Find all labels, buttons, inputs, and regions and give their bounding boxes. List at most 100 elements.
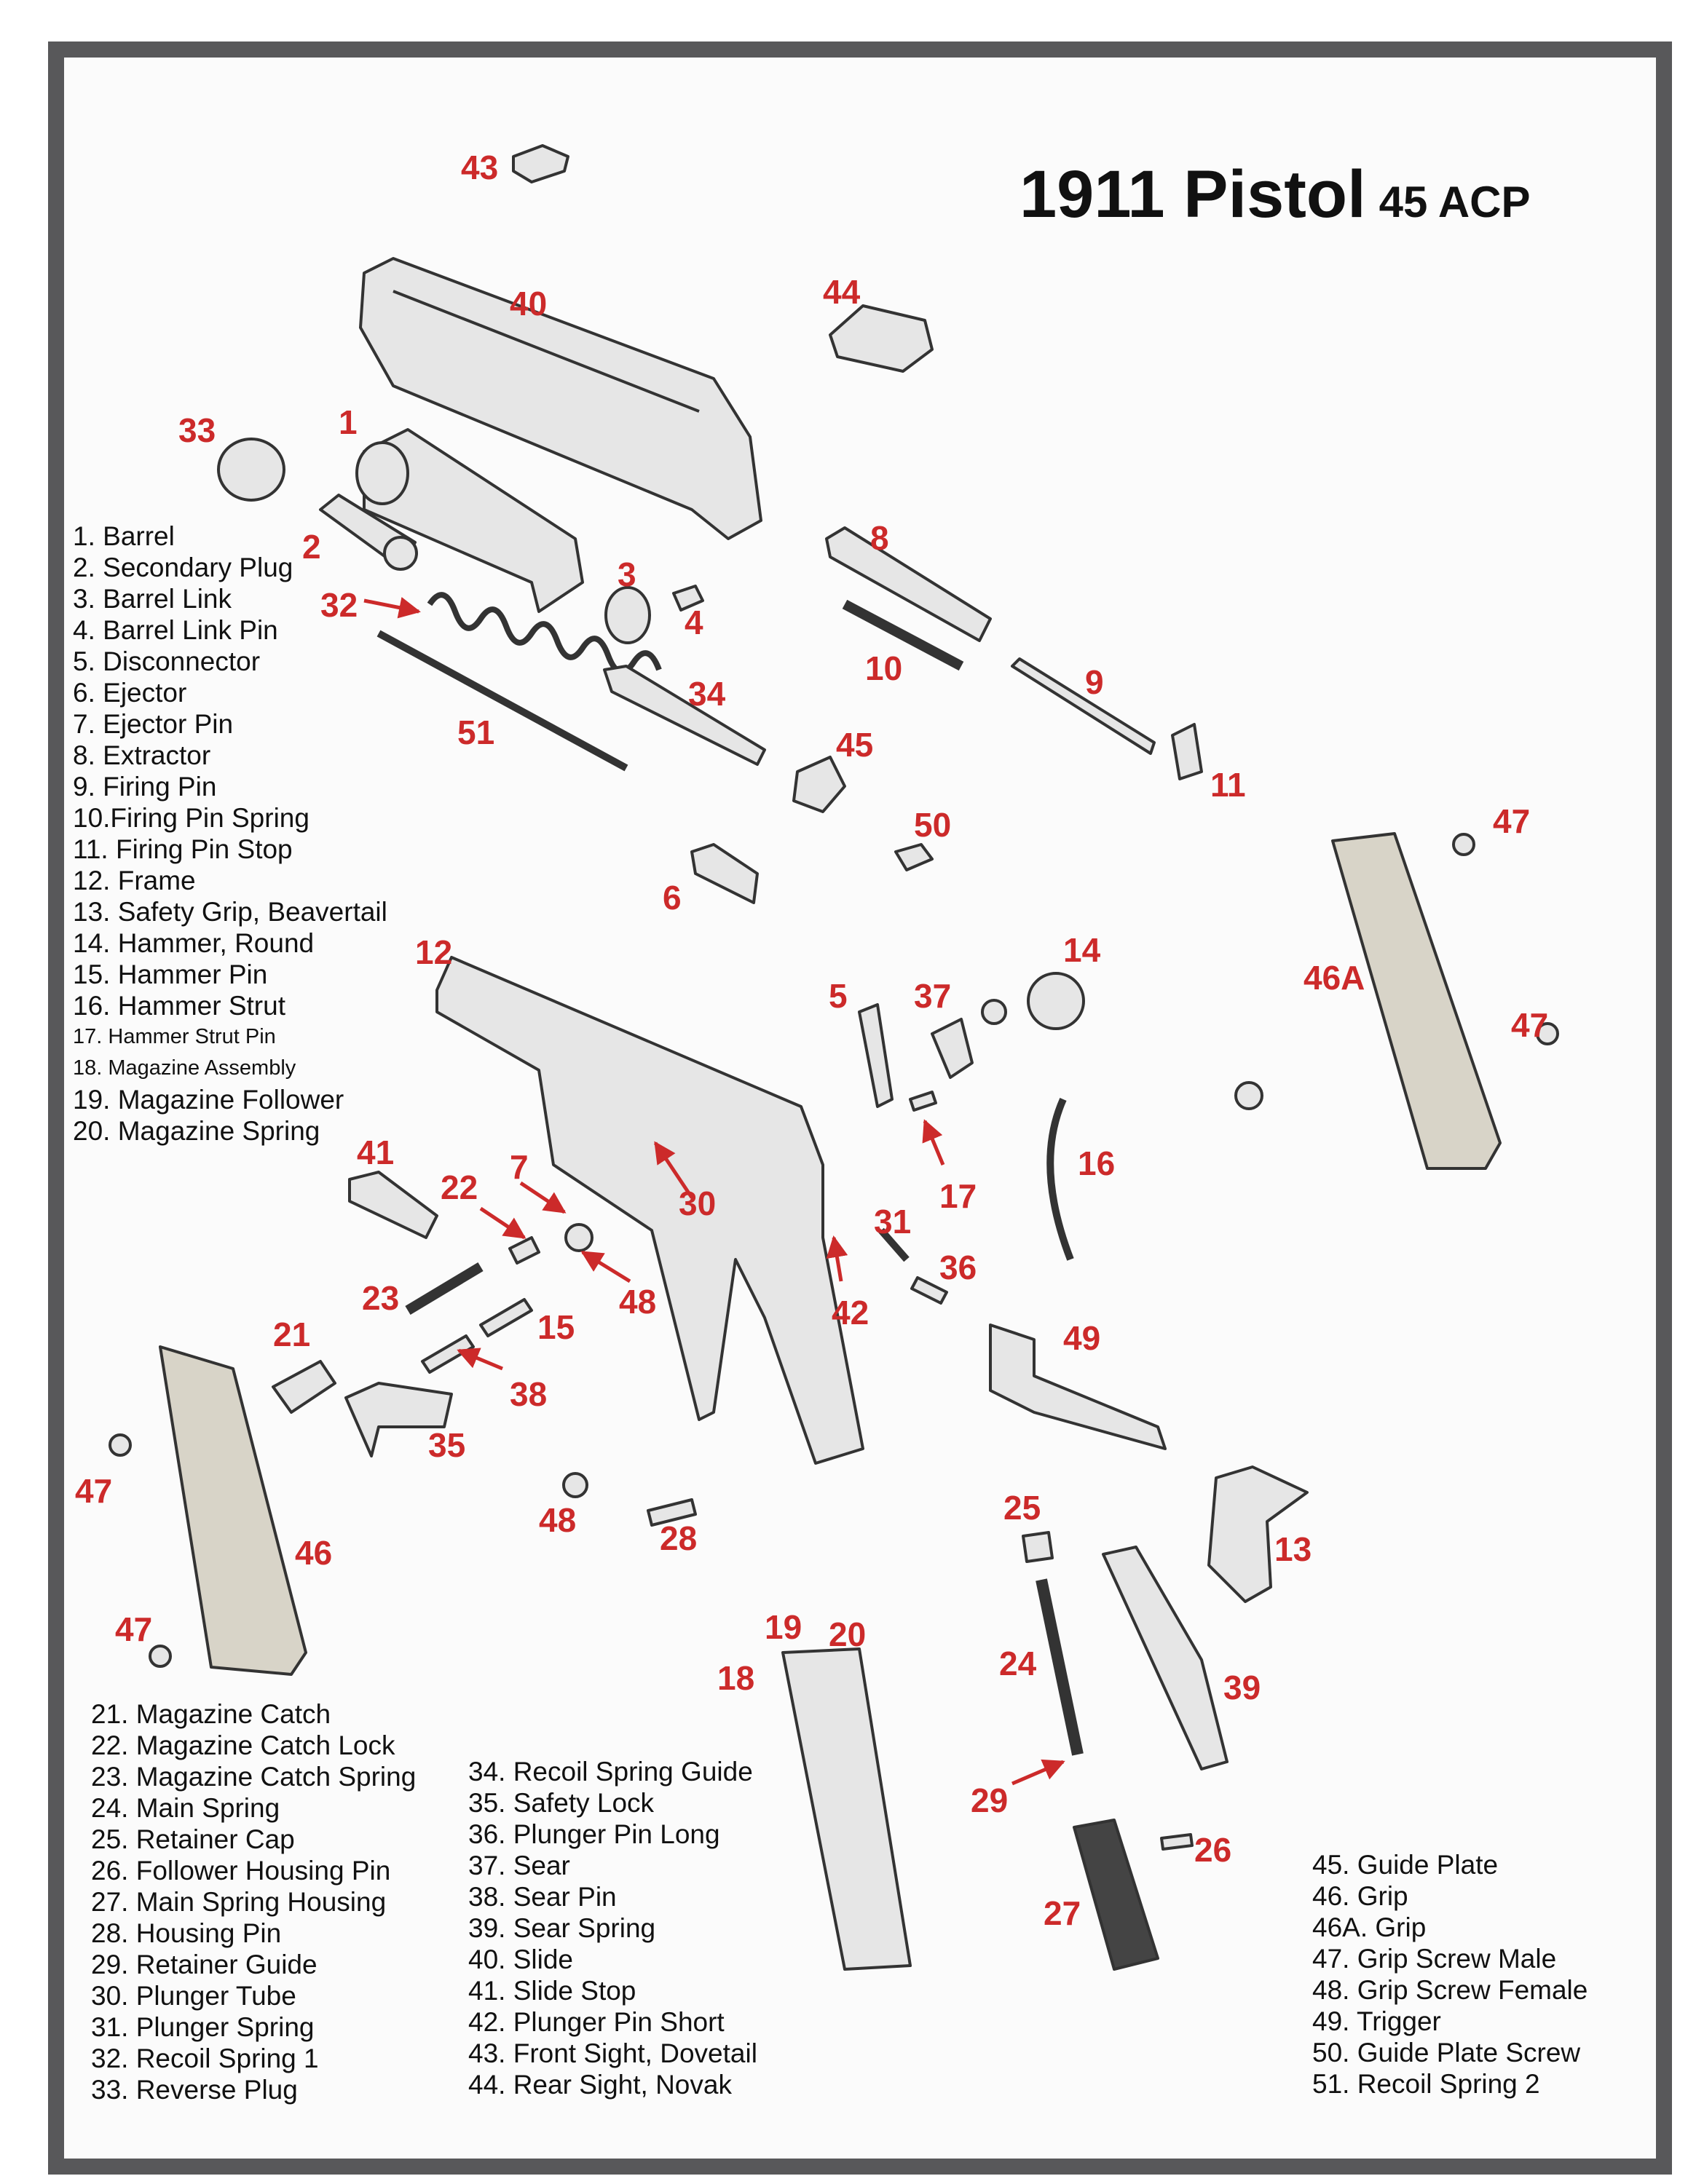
callout-22: 22 [441, 1168, 478, 1206]
legend-item: 48. Grip Screw Female [1312, 1975, 1588, 2005]
legend-item: 50. Guide Plate Screw [1312, 2038, 1581, 2068]
legend-item: 39. Sear Spring [468, 1913, 656, 1943]
legend-item: 28. Housing Pin [91, 1918, 282, 1948]
callout-19: 19 [765, 1608, 802, 1646]
frame-part [435, 956, 864, 1465]
legend-parts-21-33: 21. Magazine Catch 22. Magazine Catch Lo… [91, 1698, 416, 2105]
legend-item: 25. Retainer Cap [91, 1824, 295, 1854]
callout-2: 2 [302, 528, 321, 566]
legend-item: 23. Magazine Catch Spring [91, 1762, 417, 1792]
recoil-spring-2-part [376, 630, 628, 772]
callout-15: 15 [537, 1308, 575, 1346]
slide-part [359, 257, 762, 540]
callout-34: 34 [688, 675, 726, 713]
recoil-spring-guide-part [603, 665, 766, 766]
legend-item: 6. Ejector [73, 678, 187, 708]
legend-item: 12. Frame [73, 866, 196, 895]
callout-31: 31 [874, 1203, 912, 1241]
sear-part [931, 1018, 974, 1079]
legend-item: 41. Slide Stop [468, 1976, 636, 2006]
callout-45: 45 [836, 726, 874, 764]
guide-plate-part [792, 756, 846, 813]
callout-23: 23 [362, 1279, 400, 1317]
slide-stop-part [348, 1171, 438, 1239]
callout-21: 21 [273, 1315, 311, 1353]
legend-item: 35. Safety Lock [468, 1788, 655, 1818]
callout-29: 29 [971, 1781, 1009, 1819]
barrel-link-pin-part [672, 585, 704, 612]
callout-24: 24 [999, 1645, 1037, 1682]
grip-46a-part [1331, 832, 1502, 1170]
callout-26: 26 [1194, 1831, 1232, 1869]
callout-50: 50 [914, 806, 952, 844]
firing-pin-spring-part [842, 599, 964, 671]
barrel-link-part [604, 586, 651, 644]
legend-item: 11. Firing Pin Stop [73, 834, 293, 864]
grip-46-part [159, 1345, 307, 1676]
grip-screw-mid-right [1536, 1022, 1559, 1045]
disconnector-part [858, 1003, 894, 1108]
legend-parts-1-20: 1. Barrel 2. Secondary Plug 3. Barrel Li… [73, 521, 387, 1147]
callout-49: 49 [1063, 1319, 1101, 1357]
legend-item: 24. Main Spring [91, 1793, 280, 1823]
callout-6: 6 [663, 879, 682, 917]
legend-item: 7. Ejector Pin [73, 709, 234, 739]
legend-item: 21. Magazine Catch [91, 1699, 331, 1729]
legend-item: 14. Hammer, Round [73, 928, 315, 958]
legend-item: 5. Disconnector [73, 646, 261, 676]
callout-42: 42 [832, 1294, 869, 1332]
legend-item: 26. Follower Housing Pin [91, 1856, 391, 1886]
legend-item: 31. Plunger Spring [91, 2012, 315, 2042]
legend-item: 20. Magazine Spring [73, 1116, 320, 1146]
callout-28: 28 [660, 1519, 698, 1557]
legend-item: 36. Plunger Pin Long [468, 1819, 720, 1849]
callout-1: 1 [339, 403, 358, 441]
callout-47-a: 47 [1493, 802, 1531, 840]
rear-sight-part [829, 304, 934, 373]
guide-plate-screw-part [894, 843, 934, 871]
main-spring-housing-part [1073, 1819, 1159, 1971]
callout-35: 35 [428, 1426, 466, 1464]
callout-39: 39 [1223, 1669, 1261, 1706]
legend-item: 22. Magazine Catch Lock [91, 1730, 395, 1760]
firing-pin-stop-part [1171, 723, 1203, 780]
legend-item: 2. Secondary Plug [73, 553, 293, 582]
legend-item: 34. Recoil Spring Guide [468, 1757, 753, 1787]
callout-20: 20 [829, 1615, 867, 1653]
callout-8: 8 [870, 519, 889, 557]
legend-item: 44. Rear Sight, Novak [468, 2070, 732, 2100]
callout-9: 9 [1085, 663, 1104, 701]
legend-item: 40. Slide [468, 1944, 573, 1974]
title-main: 1911 Pistol [1019, 157, 1366, 232]
callout-14: 14 [1063, 931, 1101, 969]
legend-item: 17. Hammer Strut Pin [73, 1025, 276, 1048]
legend-item: 18. Magazine Assembly [73, 1056, 296, 1080]
legend-parts-34-44: 34. Recoil Spring Guide 35. Safety Lock … [468, 1756, 757, 2100]
grip-screw-top-right [1452, 833, 1475, 856]
callout-44: 44 [823, 273, 861, 311]
legend-parts-45-51: 45. Guide Plate 46. Grip 46A. Grip 47. G… [1312, 1849, 1588, 2100]
callout-48-a: 48 [619, 1283, 657, 1321]
callout-38: 38 [510, 1375, 548, 1413]
front-sight-part [512, 144, 569, 183]
callout-37: 37 [914, 977, 952, 1015]
legend-item: 9. Firing Pin [73, 772, 217, 802]
firing-pin-part [1011, 657, 1156, 755]
legend-item: 15. Hammer Pin [73, 960, 268, 989]
legend-item: 33. Reverse Plug [91, 2075, 298, 2105]
sear-spring-part [1102, 1546, 1228, 1770]
legend-item: 47. Grip Screw Male [1312, 1944, 1557, 1974]
plunger-spring-part [878, 1227, 910, 1262]
reverse-plug-part [217, 438, 285, 502]
callout-17: 17 [939, 1177, 977, 1215]
callout-16: 16 [1078, 1144, 1116, 1182]
callout-36: 36 [939, 1249, 977, 1286]
callout-41: 41 [357, 1133, 395, 1171]
legend-item: 46A. Grip [1312, 1912, 1427, 1942]
safety-grip-part [1207, 1465, 1309, 1603]
legend-item: 3. Barrel Link [73, 584, 232, 614]
callout-46: 46 [295, 1534, 333, 1572]
callout-4: 4 [685, 604, 703, 641]
barrel-part [363, 428, 584, 613]
